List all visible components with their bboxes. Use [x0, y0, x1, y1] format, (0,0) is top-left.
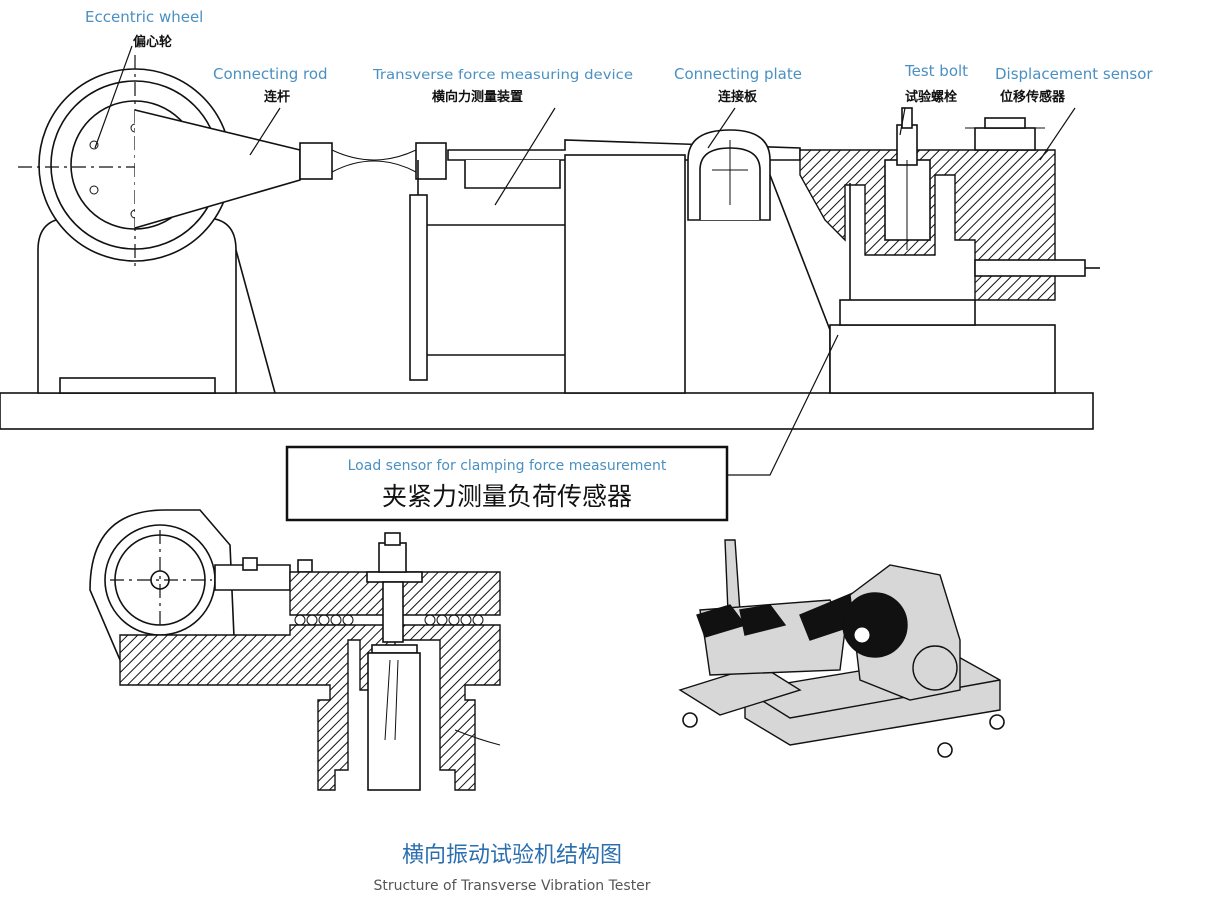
isometric-view-drawing: [678, 539, 1005, 758]
caption-title-cn: 横向振动试验机结构图: [402, 843, 622, 868]
displacement-sensor-label-en: Displacement sensor: [995, 65, 1153, 83]
clamp-block: [799, 107, 1100, 394]
caption-title-en: Structure of Transverse Vibration Tester: [373, 878, 650, 894]
displacement-sensor-label-cn: 位移传感器: [1000, 89, 1066, 105]
connecting-plate: [687, 129, 831, 393]
transverse-force-device: [409, 139, 801, 394]
top-section-drawing: [0, 45, 1100, 476]
leader-lines: [94, 45, 1076, 476]
load-sensor-label-cn: 夹紧力测量负荷传感器: [382, 482, 632, 511]
eccentric-wheel-label-cn: 偏心轮: [133, 34, 172, 50]
connecting-rod-label-en: Connecting rod: [213, 65, 328, 83]
part-labels: Eccentric wheel 偏心轮 Connecting rod 连杆 Tr…: [85, 8, 1153, 105]
eccentric-wheel-label-en: Eccentric wheel: [85, 8, 203, 26]
connecting-plate-label-cn: 连接板: [718, 89, 758, 105]
test-bolt-label-cn: 试验螺栓: [905, 89, 957, 105]
connecting-rod-label-cn: 连杆: [264, 89, 290, 105]
base-plate: [0, 392, 1094, 430]
transverse-device-label-cn: 横向力测量装置: [432, 89, 523, 105]
connecting-rod: [134, 109, 447, 229]
figure-caption: 横向振动试验机结构图 Structure of Transverse Vibra…: [373, 843, 650, 894]
ball-bearing-row: [294, 614, 484, 626]
cross-section-drawing: [89, 509, 501, 791]
transverse-device-label-en: Transverse force measuring device: [372, 68, 633, 83]
test-bolt-label-en: Test bolt: [904, 62, 968, 80]
load-sensor-label-en: Load sensor for clamping force measureme…: [348, 458, 667, 474]
connecting-plate-label-en: Connecting plate: [674, 65, 802, 83]
load-sensor-callout: Load sensor for clamping force measureme…: [285, 445, 729, 522]
